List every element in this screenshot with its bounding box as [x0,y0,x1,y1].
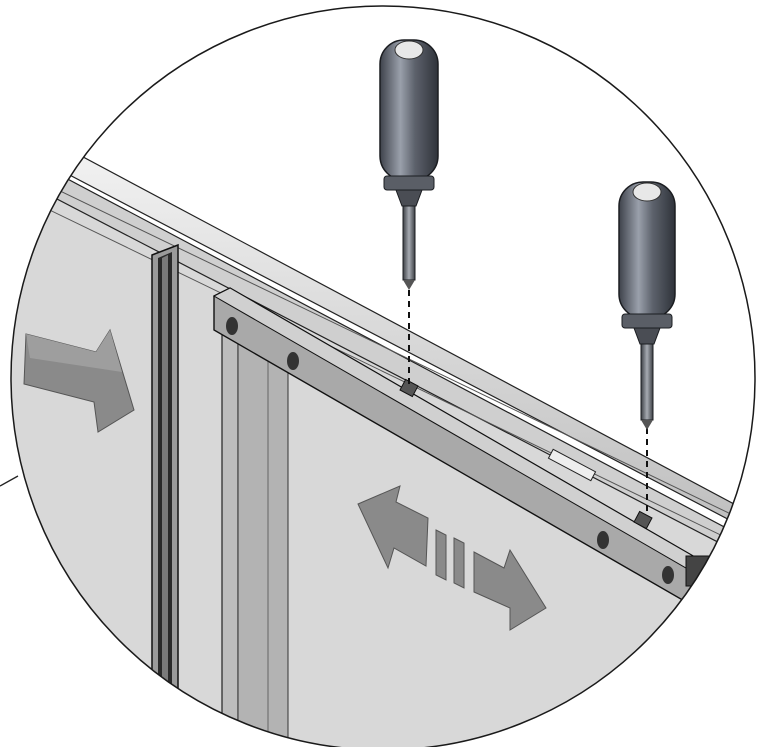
adjust-screw-left [399,378,419,398]
adjust-screw-right [633,510,653,530]
door-stile [237,337,289,747]
leader-line [0,475,19,487]
double-arrow-icon [357,485,547,631]
detail-circle-outline [10,5,756,747]
bracket-hole [597,531,609,549]
screwdriver-icon [379,39,439,290]
bracket-hole [662,566,674,584]
screwdriver-icon [618,181,676,430]
bracket-hole [287,352,299,370]
bracket-hole [226,317,238,335]
vertical-profile-right [221,329,239,747]
arrow-right-icon [23,328,135,433]
glass-panel [11,190,755,747]
